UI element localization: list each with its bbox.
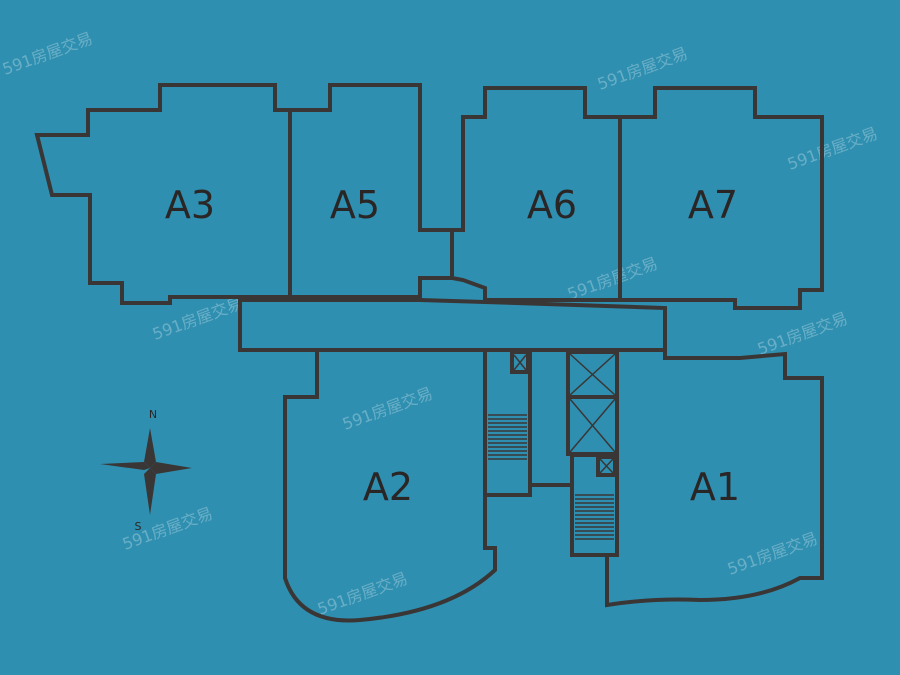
svg-text:591房屋交易: 591房屋交易 xyxy=(340,384,435,434)
watermarks: 591房屋交易 591房屋交易 591房屋交易 591房屋交易 591房屋交易 … xyxy=(0,29,880,619)
svg-text:591房屋交易: 591房屋交易 xyxy=(785,124,880,174)
unit-a3-area[interactable] xyxy=(34,83,292,305)
unit-a6-area[interactable] xyxy=(450,86,622,302)
stairwell-left xyxy=(483,348,570,497)
elevator-core xyxy=(566,350,619,557)
compass-icon: N S xyxy=(100,408,192,533)
svg-text:591房屋交易: 591房屋交易 xyxy=(725,529,820,579)
unit-a2-area[interactable] xyxy=(283,350,497,623)
svg-text:591房屋交易: 591房屋交易 xyxy=(565,254,660,304)
svg-text:591房屋交易: 591房屋交易 xyxy=(0,29,95,79)
unit-a6-label: A6 xyxy=(527,183,577,227)
unit-a1-label: A1 xyxy=(690,465,740,509)
svg-text:591房屋交易: 591房屋交易 xyxy=(315,569,410,619)
unit-a7-label: A7 xyxy=(688,183,738,227)
compass-north: N xyxy=(149,408,157,421)
compass-south: S xyxy=(135,520,142,533)
unit-a1-area[interactable] xyxy=(605,348,824,608)
unit-a7-area[interactable] xyxy=(618,86,824,310)
corridor xyxy=(238,298,667,352)
unit-a2-label: A2 xyxy=(363,465,413,509)
svg-text:591房屋交易: 591房屋交易 xyxy=(755,309,850,359)
unit-a5-label: A5 xyxy=(330,183,380,227)
unit-a3-label: A3 xyxy=(165,183,215,227)
